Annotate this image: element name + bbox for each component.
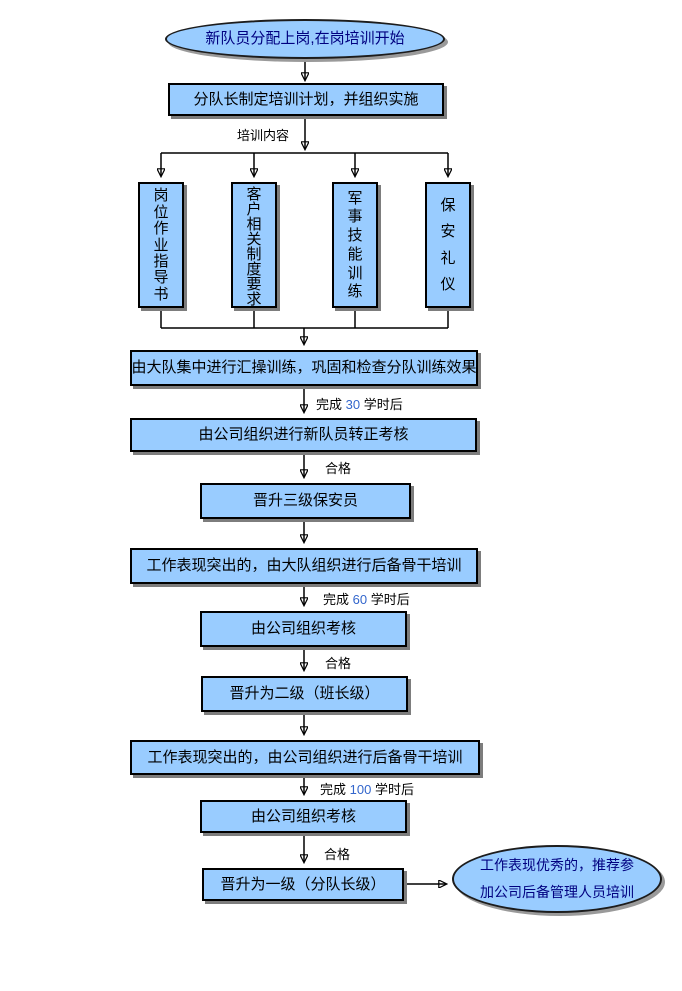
training-box-post-instruction: 岗位作业指导书 (138, 182, 184, 308)
milestone-60-suffix: 学时后 (367, 592, 410, 607)
company-exam-1-label: 由公司组织考核 (250, 620, 356, 637)
promote-level1-label: 晋升为一级（分队长级） (220, 875, 386, 893)
milestone-60-number: 60 (352, 592, 368, 607)
promote-level2-box: 晋升为二级（班长级） (201, 676, 408, 712)
start-ellipse: 新队员分配上岗,在岗培训开始 (165, 19, 445, 59)
promote-level3-box: 晋升三级保安员 (200, 483, 411, 519)
milestone-100-number: 100 (349, 782, 372, 797)
pass-label-3: 合格 (324, 847, 351, 862)
pass-label-2: 合格 (325, 656, 352, 671)
consolidate-box: 由大队集中进行汇操训练，巩固和检查分队训练效果 (130, 350, 478, 386)
training-box-security-etiquette: 保安礼仪 (425, 182, 471, 308)
end-label-line1: 工作表现优秀的，推荐参 (480, 857, 634, 873)
milestone-30-label: 完成 30 学时后 (316, 397, 403, 413)
promote-level3-label: 晋升三级保安员 (252, 492, 358, 509)
plan-label: 分队长制定培训计划，并组织实施 (193, 90, 419, 108)
consolidate-label: 由大队集中进行汇操训练，巩固和检查分队训练效果 (131, 359, 477, 376)
pass-label-1: 合格 (325, 461, 352, 476)
company-exam-box-1: 由公司组织考核 (200, 611, 407, 647)
training-content-label: 培训内容 (237, 128, 290, 143)
training-box-client-rules: 客户相关制度要求 (231, 182, 277, 308)
company-exam-box-2: 由公司组织考核 (200, 800, 407, 833)
end-label-line2: 加公司后备管理人员培训 (480, 884, 634, 900)
newcomer-exam-label: 由公司组织进行新队员转正考核 (198, 426, 409, 443)
end-ellipse: 工作表现优秀的，推荐参 加公司后备管理人员培训 (452, 845, 662, 913)
milestone-60-label: 完成 60 学时后 (323, 592, 410, 608)
newcomer-exam-box: 由公司组织进行新队员转正考核 (130, 418, 477, 452)
training-box-military-skills: 军事技能训练 (332, 182, 378, 308)
backbone-company-box: 工作表现突出的，由公司组织进行后备骨干培训 (130, 740, 480, 775)
start-label: 新队员分配上岗,在岗培训开始 (205, 30, 405, 47)
milestone-30-suffix: 学时后 (360, 397, 403, 412)
backbone-brigade-label: 工作表现突出的，由大队组织进行后备骨干培训 (146, 557, 462, 574)
milestone-30-number: 30 (345, 397, 361, 412)
milestone-30-prefix: 完成 (316, 397, 346, 412)
milestone-100-prefix: 完成 (320, 782, 350, 797)
milestone-100-suffix: 学时后 (371, 782, 414, 797)
promote-level2-label: 晋升为二级（班长级） (229, 685, 380, 702)
plan-box: 分队长制定培训计划，并组织实施 (168, 83, 444, 116)
company-exam-2-label: 由公司组织考核 (250, 807, 356, 825)
milestone-100-label: 完成 100 学时后 (320, 782, 414, 798)
promote-level1-box: 晋升为一级（分队长级） (202, 868, 404, 901)
backbone-company-label: 工作表现突出的，由公司组织进行后备骨干培训 (147, 748, 463, 766)
milestone-60-prefix: 完成 (323, 592, 353, 607)
backbone-brigade-box: 工作表现突出的，由大队组织进行后备骨干培训 (130, 548, 478, 584)
